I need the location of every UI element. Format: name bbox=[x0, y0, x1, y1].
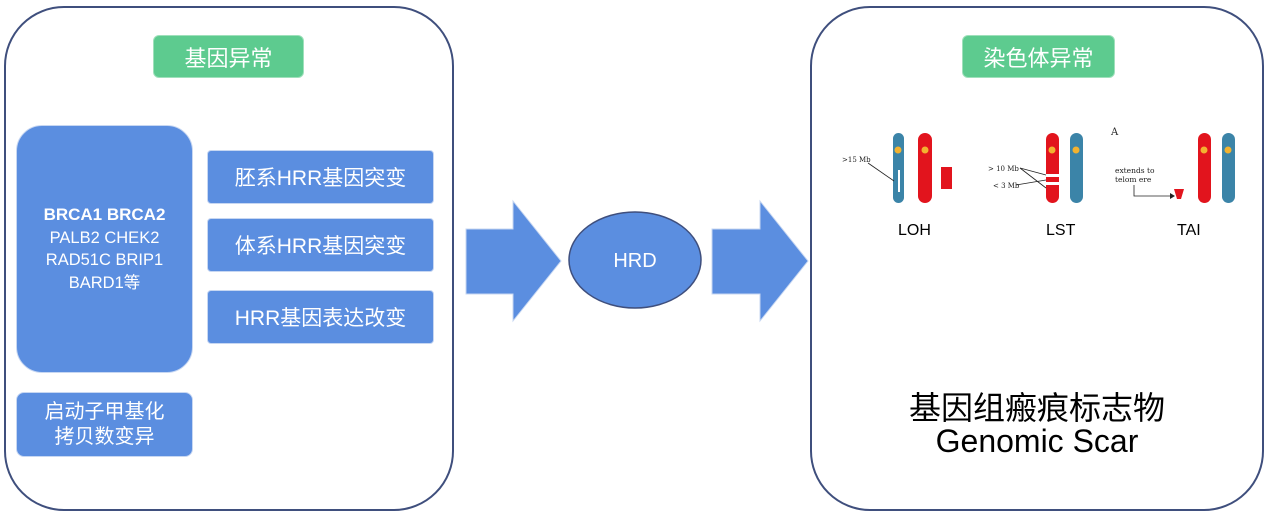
lst-red-chromosome bbox=[1046, 133, 1059, 203]
gene-list-line4: BARD1等 bbox=[68, 273, 141, 292]
gene-list-line2: PALB2 CHEK2 bbox=[49, 229, 160, 248]
lst-break-2 bbox=[1046, 182, 1059, 185]
hrd-label: HRD bbox=[613, 250, 656, 272]
gene-list-line1: BRCA1 BRCA2 bbox=[43, 205, 166, 225]
lst-illustration: > 10 Mb < 3 Mb bbox=[988, 133, 1083, 203]
tai-centromere-red bbox=[1200, 146, 1208, 154]
gene-abnormality-tag: 基因异常 bbox=[153, 35, 304, 78]
lst-size-annotation-top: > 10 Mb bbox=[988, 165, 1019, 173]
loh-teal-chromosome bbox=[893, 133, 904, 203]
lst-size-annotation-bottom: < 3 Mb bbox=[993, 182, 1020, 190]
loh-red-segment bbox=[941, 167, 952, 189]
somatic-hrr-mutation-box: 体系HRR基因突变 bbox=[207, 218, 434, 272]
tai-annotation-line2: telom ere bbox=[1115, 175, 1152, 184]
tai-arrowhead bbox=[1170, 193, 1175, 199]
loh-size-annotation: >15 Mb bbox=[842, 156, 871, 164]
lst-centromere-teal bbox=[1072, 146, 1080, 154]
tai-label: TAI bbox=[1177, 222, 1201, 239]
genomic-scar-title-en: Genomic Scar bbox=[935, 423, 1139, 459]
tai-teal-chromosome bbox=[1222, 133, 1235, 203]
tai-mark: A bbox=[1110, 127, 1119, 138]
lst-break-1 bbox=[1046, 174, 1059, 177]
lst-pointer-top bbox=[1019, 167, 1047, 176]
hrd-ellipse bbox=[568, 211, 702, 309]
arrow-to-genomic-scar bbox=[711, 199, 809, 323]
cnv-line: 拷贝数变异 bbox=[54, 425, 155, 448]
arrow-to-hrd bbox=[465, 199, 562, 323]
chromosome-abnormality-panel bbox=[810, 6, 1264, 511]
hrr-expression-change-box: HRR基因表达改变 bbox=[207, 290, 434, 344]
lst-pointer-mid bbox=[1019, 167, 1047, 189]
methylation-line: 启动子甲基化 bbox=[44, 400, 165, 423]
tai-annotation-line1: extends to bbox=[1115, 166, 1155, 175]
tai-red-chromosome bbox=[1198, 133, 1211, 203]
gene-list-line3: RAD51C BRIP1 bbox=[45, 251, 164, 270]
methylation-cnv-box: 启动子甲基化 拷贝数变异 bbox=[16, 392, 193, 457]
loh-label: LOH bbox=[898, 222, 931, 239]
germline-hrr-mutation-box: 胚系HRR基因突变 bbox=[207, 150, 434, 204]
loh-pointer-line bbox=[867, 162, 895, 182]
loh-illustration: >15 Mb bbox=[842, 133, 952, 203]
loh-centromere-red bbox=[921, 146, 929, 154]
genomic-scar-title-cn: 基因组瘢痕标志物 bbox=[908, 390, 1165, 426]
loh-red-chromosome bbox=[918, 133, 932, 203]
lst-teal-chromosome bbox=[1070, 133, 1083, 203]
loh-deleted-region bbox=[898, 170, 900, 192]
tai-pointer-line bbox=[1133, 185, 1170, 197]
loh-centromere-teal bbox=[894, 146, 902, 154]
lst-pointer-bottom bbox=[1015, 179, 1047, 186]
lst-centromere-red bbox=[1048, 146, 1056, 154]
chromosome-abnormality-tag: 染色体异常 bbox=[962, 35, 1115, 78]
tai-telomere-segment bbox=[1174, 189, 1184, 199]
tai-illustration: A extends to telom ere bbox=[1110, 127, 1235, 203]
lst-label: LST bbox=[1046, 222, 1076, 239]
tai-centromere-teal bbox=[1224, 146, 1232, 154]
hrr-gene-list-box: BRCA1 BRCA2 PALB2 CHEK2 RAD51C BRIP1 BAR… bbox=[16, 125, 193, 373]
